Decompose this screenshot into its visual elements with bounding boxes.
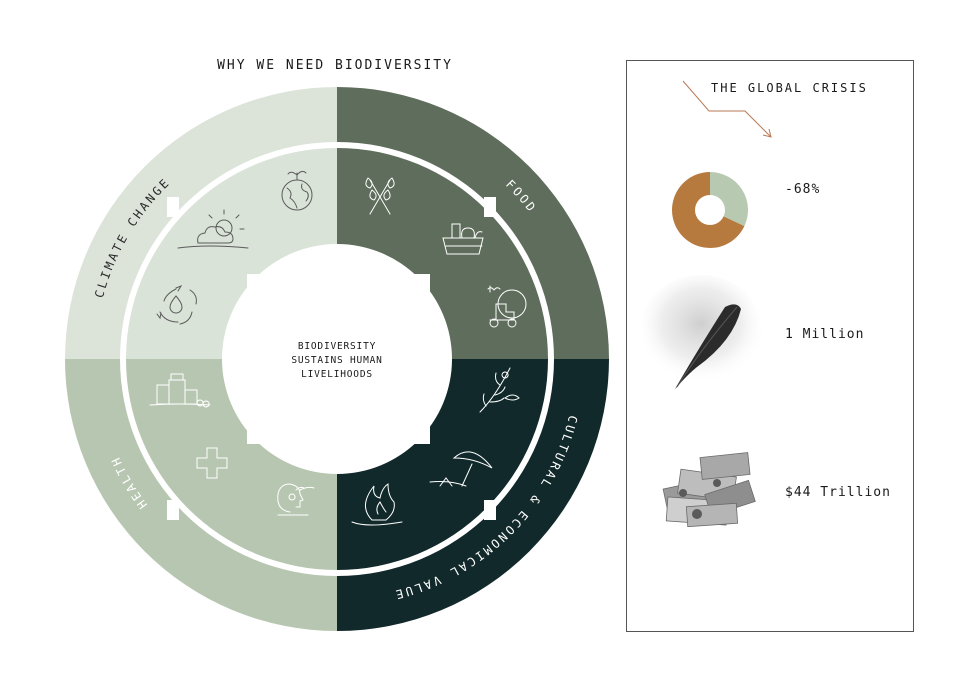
basket-icon <box>442 223 484 255</box>
biodiversity-wheel: BIODIVERSITY SUSTAINS HUMAN LIVELIHOODS … <box>65 87 609 631</box>
center-line-1: BIODIVERSITY <box>298 341 376 352</box>
globe-sprout-icon <box>281 170 313 211</box>
center-line-2: SUSTAINS HUMAN <box>291 355 382 366</box>
crisis-title: THE GLOBAL CRISIS <box>711 81 868 95</box>
main-title: WHY WE NEED BIODIVERSITY <box>217 58 453 73</box>
stat-wildlife-decline: -68% <box>785 182 821 197</box>
water-cycle-icon <box>156 284 197 325</box>
campfire-icon <box>351 483 403 526</box>
medical-cross-icon <box>196 447 228 479</box>
beach-umbrella-icon <box>429 451 493 487</box>
stat-species-threatened: 1 Million <box>785 327 865 342</box>
arrow-icon <box>682 80 772 138</box>
center-line-3: LIVELIHOODS <box>301 369 373 380</box>
center-circle <box>222 244 452 474</box>
sun-cloud-icon <box>177 209 249 249</box>
wheat-icon <box>365 177 395 215</box>
decline-donut-icon <box>672 172 748 248</box>
tractor-icon <box>487 285 527 328</box>
medicine-bottles-icon <box>149 373 211 408</box>
head-flower-icon <box>277 483 315 516</box>
olive-branch-icon <box>479 367 520 413</box>
stat-economic-value: $44 Trillion <box>785 485 891 500</box>
global-crisis-panel: THE GLOBAL CRISIS -68% 1 Million <box>626 60 914 632</box>
feather-icon <box>641 275 761 389</box>
money-stack-icon <box>662 452 756 528</box>
